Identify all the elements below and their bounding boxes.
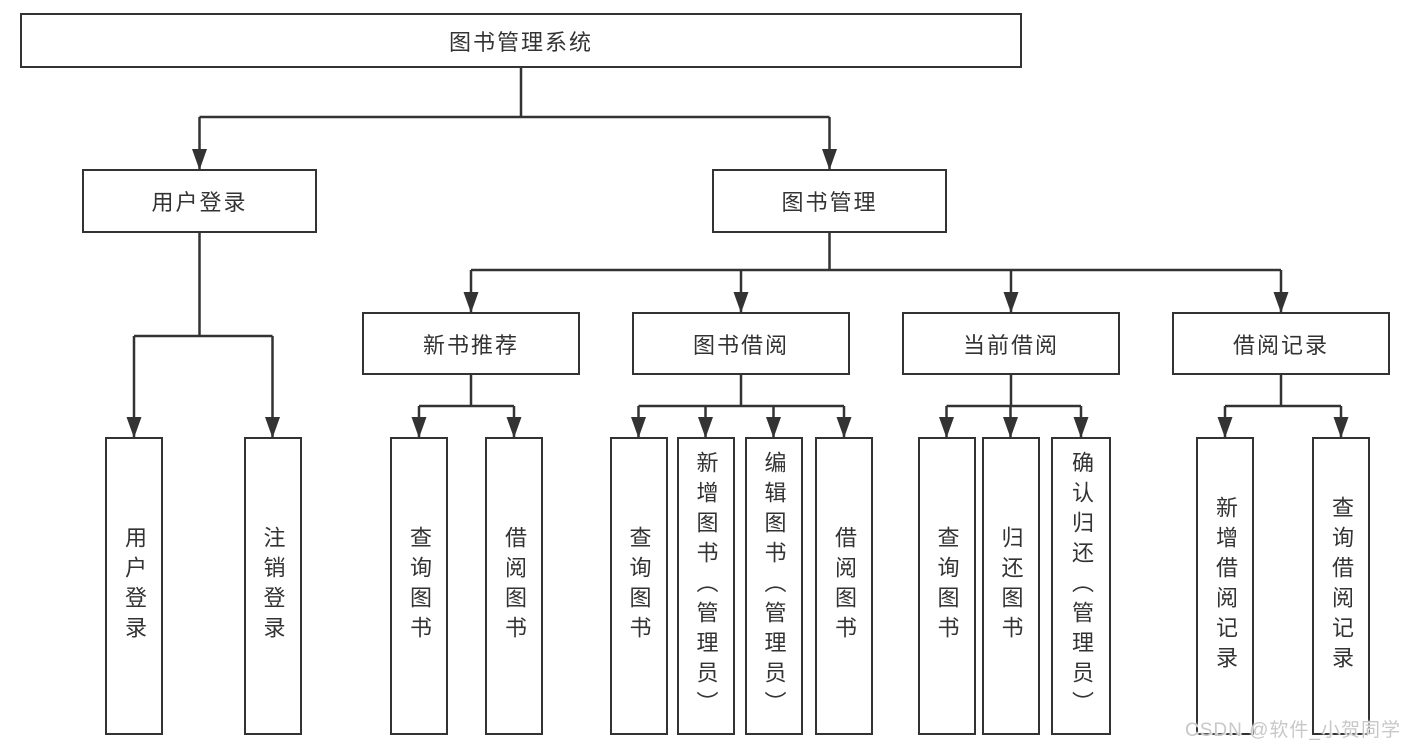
connector-book-mgmt-to-level3 [469,233,1283,313]
leaf-return-books-label: 归还图书 [998,526,1024,646]
leaf-borrow-books-recommend-label: 借阅图书 [502,526,527,646]
leaf-query-books-recommend-label: 查询图书 [407,526,432,646]
leaf-confirm-return-admin: 确认归还（管理员） [1051,437,1111,735]
arrowheads [126,149,1349,438]
leaf-confirm-return-admin-label: 确认归还（管理员） [1069,451,1094,721]
leaf-borrow-books-recommend: 借阅图书 [485,437,543,735]
node-borrowing-records: 借阅记录 [1172,312,1390,375]
leaf-logout-label: 注销登录 [260,526,286,646]
node-current-borrowing: 当前借阅 [902,312,1120,375]
connector-book-borrow-to-leaves [637,375,846,438]
leaf-add-books-admin: 新增图书（管理员） [676,437,735,735]
leaf-add-books-admin-label: 新增图书（管理员） [693,451,719,721]
leaf-query-borrow-record-label: 查询借阅记录 [1329,496,1354,676]
node-book-borrowing: 图书借阅 [632,312,850,375]
connector-user-login-to-leaves [132,233,274,438]
leaf-borrow-books-label: 借阅图书 [832,526,857,646]
leaf-return-books: 归还图书 [981,437,1040,735]
leaf-query-books-borrow-label: 查询图书 [626,526,652,646]
leaf-query-books-current-label: 查询图书 [934,526,960,646]
node-book-management: 图书管理 [712,169,947,233]
leaf-edit-books-admin-label: 编辑图书（管理员） [761,451,787,721]
connector-new-book-rec-to-leaves [417,375,516,438]
leaf-query-borrow-record: 查询借阅记录 [1312,437,1370,735]
node-user-login: 用户登录 [82,169,317,233]
csdn-watermark: CSDN @软件_小贺同学 [1185,720,1401,741]
leaf-user-login-label: 用户登录 [122,526,147,646]
leaf-query-books-current: 查询图书 [917,437,976,735]
leaf-query-books-recommend: 查询图书 [390,437,448,735]
leaf-borrow-books: 借阅图书 [815,437,873,735]
leaf-query-books-borrow: 查询图书 [609,437,668,735]
node-new-book-recommendation: 新书推荐 [362,312,580,375]
leaf-add-borrow-record-label: 新增借阅记录 [1213,496,1238,676]
leaf-user-login: 用户登录 [105,437,163,735]
leaf-logout: 注销登录 [243,437,302,735]
leaf-add-borrow-record: 新增借阅记录 [1196,437,1254,735]
leaf-edit-books-admin: 编辑图书（管理员） [744,437,803,735]
connector-root-to-level2 [198,68,831,170]
connector-borrow-records-to-leaves [1223,375,1343,438]
node-library-management-system: 图书管理系统 [20,13,1022,68]
